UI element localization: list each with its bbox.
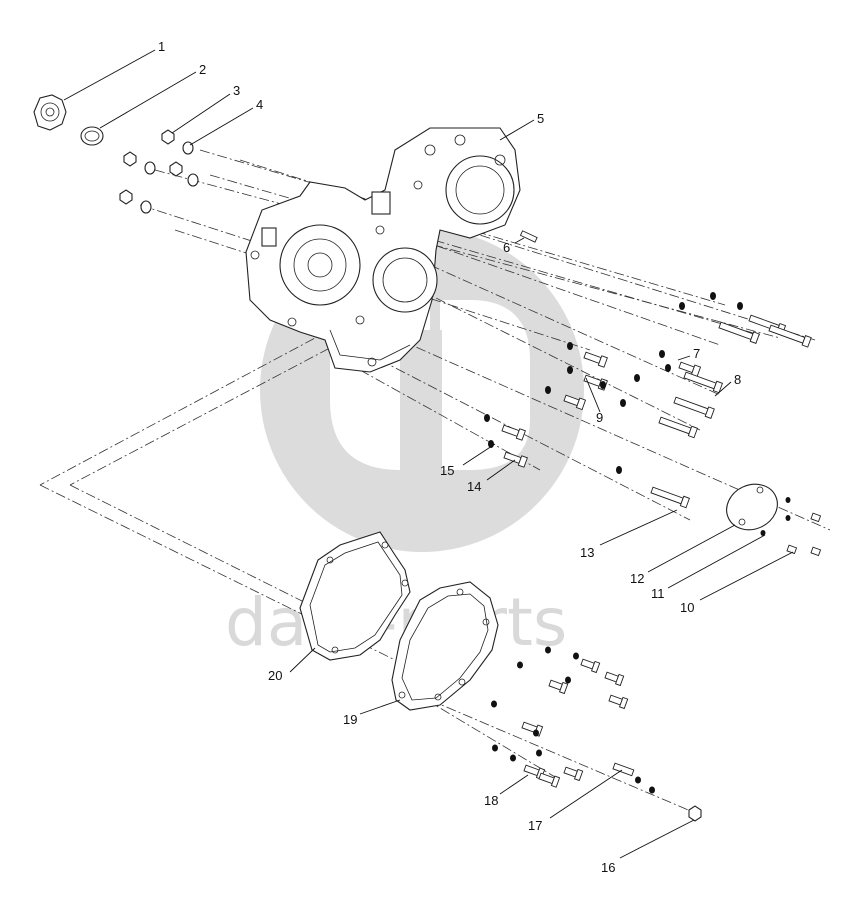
part-20-gasket	[299, 531, 411, 661]
part-19-cover-plate	[391, 581, 499, 711]
callout-11: 11	[651, 586, 665, 601]
callout-10: 10	[680, 600, 694, 615]
part-12-small-cover	[726, 483, 778, 531]
part-6-stud	[519, 230, 538, 243]
part-1-filler-cap	[33, 94, 67, 131]
callout-12: 12	[630, 571, 644, 586]
callout-14: 14	[467, 479, 481, 494]
part-10-11-screws	[760, 497, 822, 557]
callout-9: 9	[596, 410, 603, 425]
callout-2: 2	[199, 62, 206, 77]
callout-1: 1	[158, 39, 165, 54]
callout-7: 7	[693, 346, 700, 361]
part-13-14-15-bolts	[484, 414, 690, 509]
callout-20: 20	[268, 668, 282, 683]
callout-4: 4	[256, 97, 263, 112]
part-9-bolts	[545, 342, 608, 411]
callout-19: 19	[343, 712, 357, 727]
leader-lines	[63, 49, 794, 859]
part-4-washers	[140, 141, 199, 214]
callout-labels: 1 2 3 4 5 6 7 8 9 10 11 12 13 14 15 16 1…	[158, 39, 741, 875]
callout-5: 5	[537, 111, 544, 126]
part-2-o-ring	[80, 126, 104, 146]
callout-16: 16	[601, 860, 615, 875]
part-7-8-bolts	[620, 292, 812, 439]
part-16-nut	[688, 805, 702, 822]
callout-6: 6	[503, 240, 510, 255]
part-17-stud	[612, 762, 655, 794]
callout-15: 15	[440, 463, 454, 478]
callout-8: 8	[734, 372, 741, 387]
callout-18: 18	[484, 793, 498, 808]
callout-13: 13	[580, 545, 594, 560]
callout-17: 17	[528, 818, 542, 833]
callout-3: 3	[233, 83, 240, 98]
part-5-transmission-housing	[245, 127, 521, 373]
part-3-nuts	[119, 129, 183, 205]
part-cover-bolts	[491, 646, 629, 788]
